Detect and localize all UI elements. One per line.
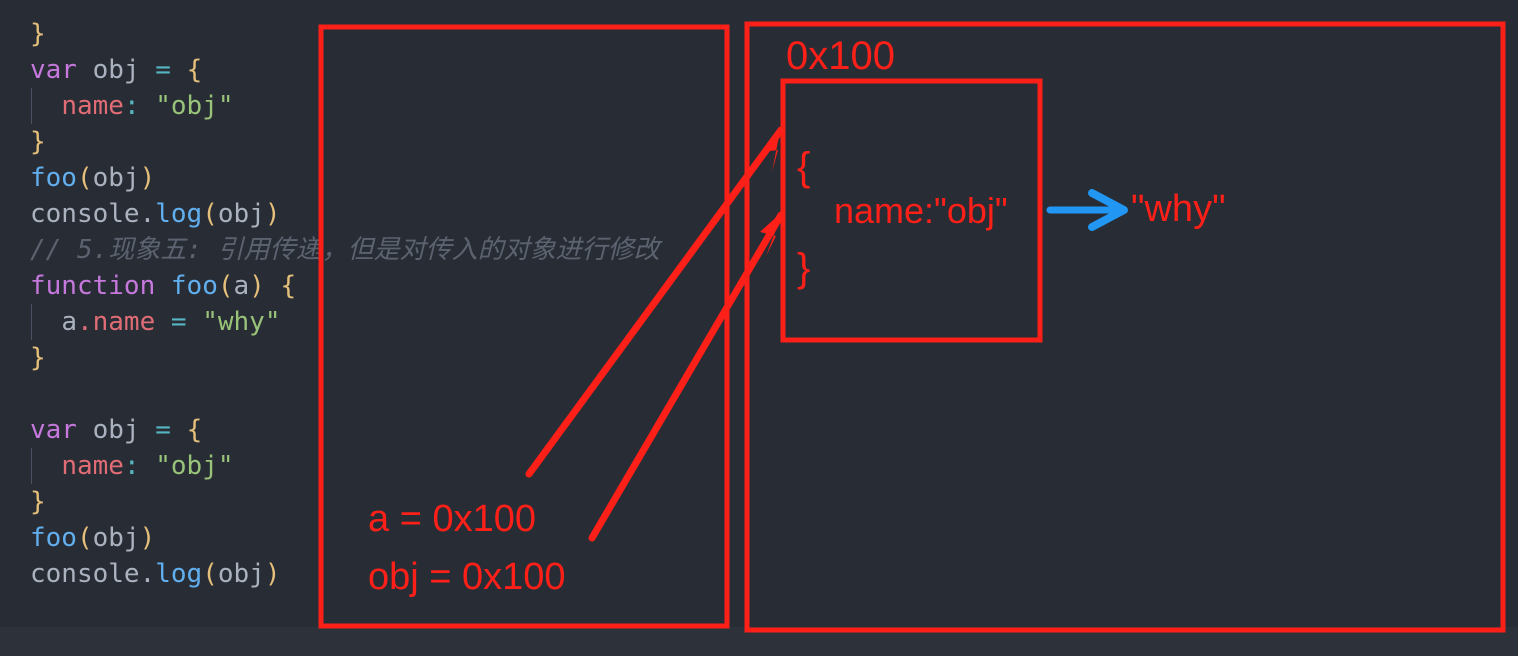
code-token-punct bbox=[140, 451, 156, 481]
code-token-prop: name bbox=[61, 91, 124, 121]
code-token-paren: ) bbox=[139, 523, 156, 553]
code-line[interactable]: } bbox=[30, 484, 46, 520]
stack-entry-obj: obj = 0x100 bbox=[368, 556, 566, 598]
code-line[interactable]: function foo(a) { bbox=[30, 268, 296, 304]
code-line[interactable]: a.name = "why" bbox=[30, 304, 281, 340]
code-token-punct bbox=[265, 271, 281, 301]
code-line[interactable]: } bbox=[30, 16, 46, 52]
code-token-paren: ( bbox=[217, 271, 234, 301]
code-token-var: console bbox=[30, 559, 140, 589]
code-token-punct bbox=[155, 307, 171, 337]
code-token-punct: . bbox=[139, 199, 156, 229]
stack-entry-a: a = 0x100 bbox=[368, 498, 536, 540]
editor-status-bar bbox=[0, 627, 1518, 656]
code-token-punct bbox=[171, 55, 187, 85]
code-line[interactable]: name: "obj" bbox=[30, 448, 234, 484]
code-token-punct bbox=[30, 451, 61, 481]
code-token-prop: name bbox=[61, 451, 124, 481]
code-token-var: obj bbox=[92, 163, 140, 193]
code-token-punct: . bbox=[139, 559, 156, 589]
heap-address-label: 0x100 bbox=[786, 34, 895, 78]
code-line[interactable]: // 5.现象五: 引用传递，但是对传入的对象进行修改 bbox=[30, 232, 660, 268]
code-token-punct bbox=[187, 307, 203, 337]
code-token-var: a bbox=[61, 307, 77, 337]
code-line[interactable]: console.log(obj) bbox=[30, 556, 280, 592]
code-token-op: = bbox=[170, 307, 187, 337]
code-line[interactable]: console.log(obj) bbox=[30, 196, 280, 232]
code-token-paren: ( bbox=[202, 199, 218, 229]
code-token-kw: function bbox=[30, 271, 156, 301]
indent-guide bbox=[31, 88, 32, 124]
code-token-str: "obj" bbox=[155, 451, 234, 481]
code-token-brace: } bbox=[30, 487, 46, 517]
code-token-op: = bbox=[155, 55, 171, 85]
code-token-punct bbox=[30, 91, 61, 121]
code-token-punct bbox=[140, 55, 156, 85]
indent-guide bbox=[31, 448, 32, 484]
heap-object-property: name:"obj" bbox=[834, 190, 1008, 231]
code-token-var: obj bbox=[92, 55, 140, 85]
code-line[interactable]: foo(obj) bbox=[30, 160, 155, 196]
code-token-var: obj bbox=[217, 559, 265, 589]
code-token-punct bbox=[140, 415, 156, 445]
code-token-var: a bbox=[233, 271, 250, 301]
code-token-brace: { bbox=[186, 415, 203, 445]
code-token-op: : bbox=[123, 91, 140, 121]
code-token-punct bbox=[30, 307, 61, 337]
heap-object-open-brace: { bbox=[797, 145, 811, 189]
heap-object-close-brace: } bbox=[797, 246, 811, 290]
code-token-brace: { bbox=[186, 55, 203, 85]
code-token-paren: ( bbox=[76, 523, 93, 553]
code-token-fn: log bbox=[155, 559, 203, 589]
code-token-var: obj bbox=[92, 523, 140, 553]
code-token-var: console bbox=[30, 199, 140, 229]
code-line[interactable]: foo(obj) bbox=[30, 520, 155, 556]
code-token-op: : bbox=[123, 451, 140, 481]
code-token-str: "obj" bbox=[155, 91, 234, 121]
code-token-brace: { bbox=[280, 271, 297, 301]
code-token-comment: // 5.现象五: 引用传递，但是对传入的对象进行修改 bbox=[30, 235, 660, 265]
code-token-prop: name bbox=[92, 307, 156, 337]
code-line[interactable]: var obj = { bbox=[30, 52, 202, 88]
code-line[interactable]: } bbox=[30, 340, 46, 376]
code-token-fn: foo bbox=[30, 523, 77, 553]
code-token-kw: var bbox=[30, 415, 77, 445]
code-line[interactable]: var obj = { bbox=[30, 412, 202, 448]
code-token-punct bbox=[171, 415, 187, 445]
code-token-paren: ( bbox=[202, 559, 218, 589]
code-token-paren: ) bbox=[139, 163, 156, 193]
code-token-var: obj bbox=[92, 415, 140, 445]
code-token-kw: var bbox=[30, 55, 77, 85]
code-token-paren: ( bbox=[76, 163, 93, 193]
code-token-brace: } bbox=[30, 127, 46, 157]
code-token-punct bbox=[77, 55, 93, 85]
code-token-op: = bbox=[155, 415, 171, 445]
code-editor[interactable]: }var obj = { name: "obj"}foo(obj)console… bbox=[0, 0, 1518, 627]
code-token-brace: } bbox=[30, 19, 46, 49]
code-token-paren: ) bbox=[264, 559, 281, 589]
code-token-paren: ) bbox=[249, 271, 265, 301]
code-token-punct bbox=[155, 271, 171, 301]
code-token-paren: ) bbox=[264, 199, 281, 229]
code-token-fn: foo bbox=[170, 271, 218, 301]
code-line[interactable]: } bbox=[30, 124, 46, 160]
code-token-var: obj bbox=[217, 199, 265, 229]
code-token-fn: log bbox=[155, 199, 203, 229]
code-token-str: "why" bbox=[202, 307, 281, 337]
heap-object-new-value: "why" bbox=[1131, 188, 1226, 230]
code-token-brace: } bbox=[30, 343, 46, 373]
code-token-fn: foo bbox=[30, 163, 77, 193]
code-token-punct bbox=[140, 91, 156, 121]
indent-guide bbox=[31, 304, 32, 340]
code-line[interactable]: name: "obj" bbox=[30, 88, 234, 124]
code-token-prop: . bbox=[76, 307, 93, 337]
code-token-punct bbox=[77, 415, 93, 445]
